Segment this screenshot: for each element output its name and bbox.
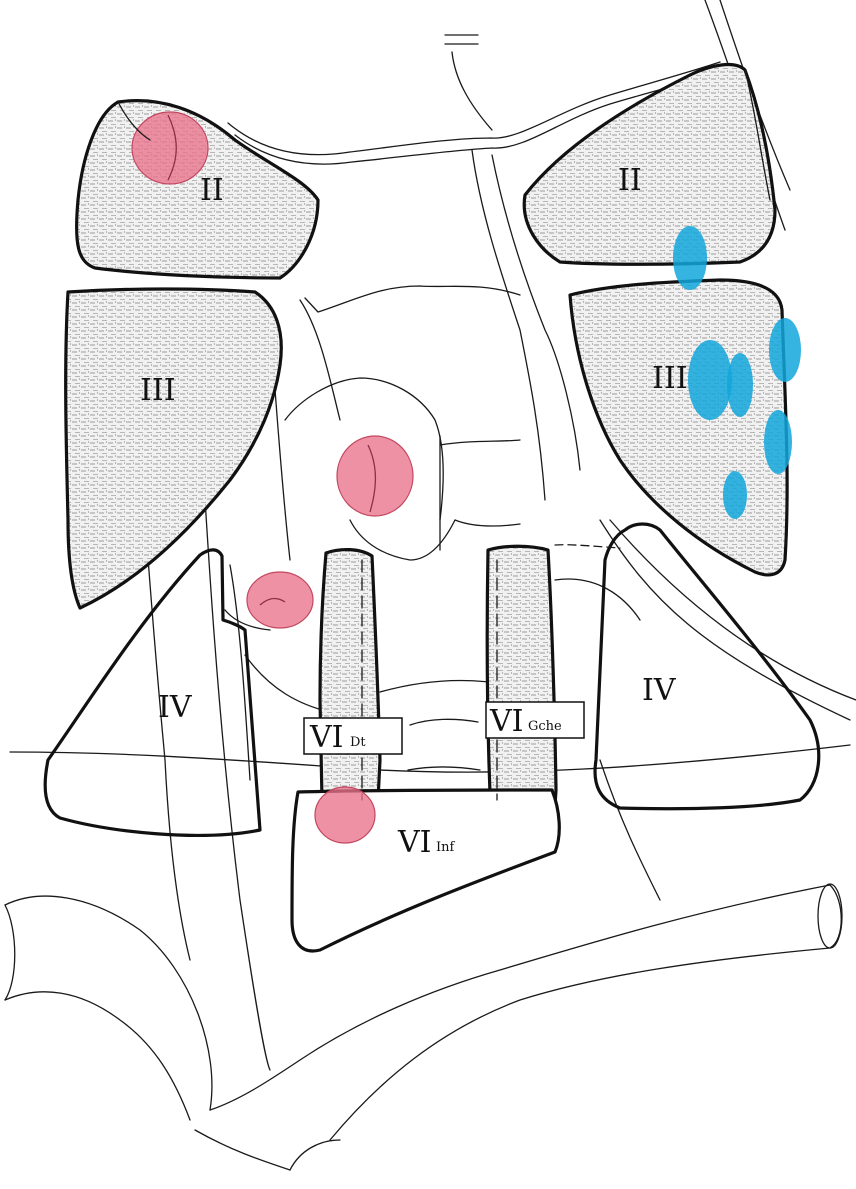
label-vi-inf-sub: Inf (436, 840, 456, 855)
label-ii-left: II (200, 173, 224, 208)
blue-marker-iii-e (723, 471, 747, 519)
zone-iii-left (66, 289, 282, 608)
label-vi-dt-group: VI Dt (304, 718, 402, 755)
zone-vi-dt (320, 550, 380, 807)
label-vi-gche-group: VI Gche (486, 702, 584, 739)
label-vi-inf: VI (397, 825, 432, 860)
subclavian-left (5, 896, 212, 1110)
zone-ii-right (524, 65, 775, 265)
zone-iii-right (570, 280, 787, 575)
label-vi-dt: VI (309, 720, 344, 755)
blue-marker-iii-c (769, 318, 801, 382)
red-marker-level-iv-left (247, 572, 313, 628)
blue-marker-iii-a (688, 340, 732, 420)
red-marker-level-ii-left (132, 112, 208, 184)
label-iii-right: III (652, 361, 688, 396)
label-iv-right: IV (642, 673, 677, 708)
label-vi-dt-sub: Dt (350, 735, 366, 750)
label-vi-gche-sub: Gche (528, 719, 562, 734)
zones (45, 65, 819, 951)
blue-marker-level-ii-right (673, 226, 707, 290)
label-ii-right: II (618, 163, 642, 198)
blue-marker-iii-d (764, 410, 792, 474)
label-iii-left: III (140, 373, 176, 408)
blue-marker-iii-b (727, 353, 753, 417)
red-marker-larynx (337, 436, 413, 516)
label-vi-gche: VI (489, 704, 524, 739)
label-iv-left: IV (158, 690, 193, 725)
red-marker-level-vi-inf (315, 787, 375, 843)
